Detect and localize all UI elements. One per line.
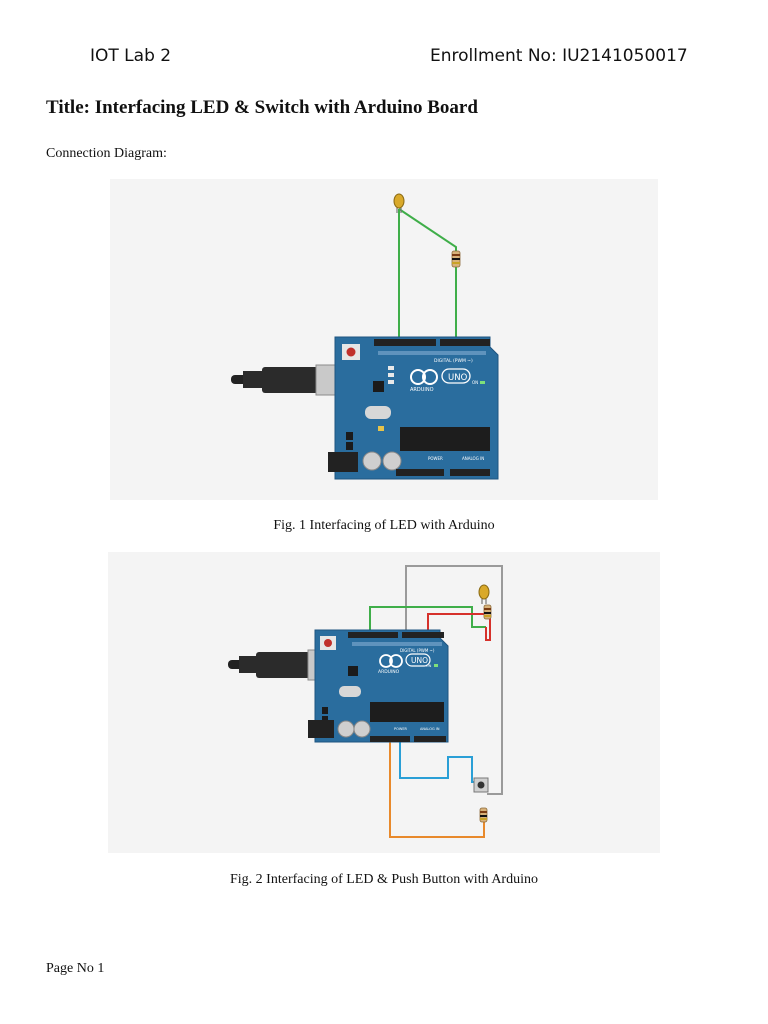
board-model-label: UNO	[448, 373, 468, 383]
power-header-label: POWER	[428, 456, 443, 461]
arduino-board-icon: DIGITAL (PWM ~) UNO ARDUINO ON POWER ANA…	[328, 336, 499, 480]
header-course: IOT Lab 2	[90, 46, 172, 66]
wire-green-led-resistor	[398, 208, 457, 343]
analog-header-label: ANALOG IN	[420, 727, 440, 731]
wire-gray	[405, 565, 503, 795]
board-model-label: UNO	[411, 656, 428, 665]
wire-red	[427, 613, 491, 641]
document-title: Title: Interfacing LED & Switch with Ard…	[46, 97, 478, 118]
figure-2-diagram: DIGITAL (PWM ~) UNO ARDUINO ON POWER ANA…	[228, 565, 503, 838]
push-button-icon	[473, 777, 489, 793]
digital-header-label: DIGITAL (PWM ~)	[400, 648, 435, 653]
analog-header-label: ANALOG IN	[462, 456, 484, 461]
board-brand-label: ARDUINO	[378, 669, 400, 675]
resistor-icon	[451, 250, 461, 268]
wire-green	[369, 606, 486, 632]
figure-2-caption: Fig. 2 Interfacing of LED & Push Button …	[230, 872, 538, 887]
on-led-label: ON	[472, 380, 478, 385]
page-number: Page No 1	[46, 961, 105, 976]
board-brand-label: ARDUINO	[410, 387, 434, 393]
wire-orange	[389, 742, 485, 838]
section-label: Connection Diagram:	[46, 146, 167, 161]
resistor-icon	[483, 604, 492, 620]
arduino-board-icon: DIGITAL (PWM ~) UNO ARDUINO ON POWER ANA…	[308, 629, 449, 743]
figure-2-button-circuit: DIGITAL (PWM ~) UNO ARDUINO ON POWER ANA…	[108, 552, 660, 853]
wire-blue	[399, 742, 480, 783]
on-led-label: ON	[426, 664, 432, 668]
digital-header-label: DIGITAL (PWM ~)	[434, 358, 473, 364]
led-icon	[393, 193, 405, 213]
led-icon	[478, 584, 490, 604]
resistor-icon	[479, 807, 488, 823]
figure-1-led-circuit: DIGITAL (PWM ~) UNO ARDUINO ON POWER ANA…	[110, 179, 658, 500]
power-header-label: POWER	[394, 727, 408, 731]
figure-1-caption: Fig. 1 Interfacing of LED with Arduino	[273, 518, 495, 533]
figure-1-diagram: DIGITAL (PWM ~) UNO ARDUINO ON POWER ANA…	[231, 193, 499, 480]
header-enrollment: Enrollment No: IU2141050017	[430, 46, 688, 66]
